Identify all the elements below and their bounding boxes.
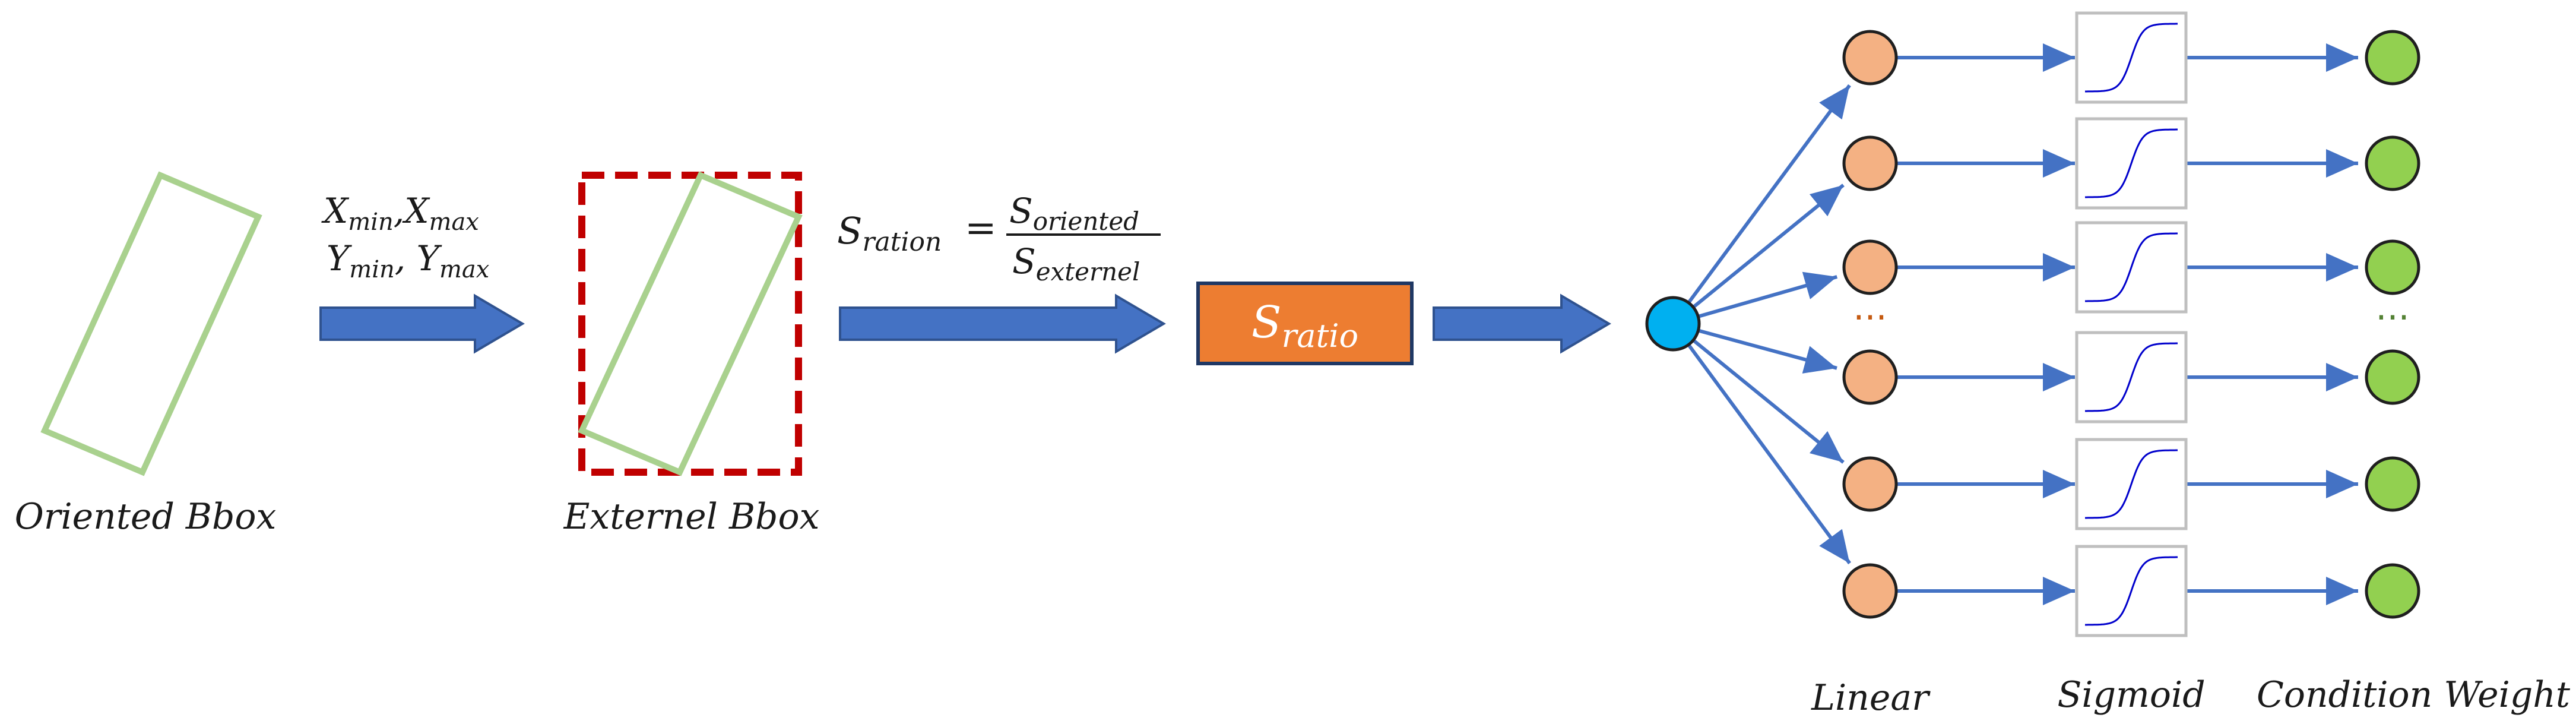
input-node bbox=[1645, 296, 1701, 352]
ratio-formula-lhs: Sration bbox=[837, 209, 942, 257]
oriented-bbox-label: Oriented Bbox bbox=[15, 496, 277, 538]
ratio-formula-numerator: Soriented bbox=[1009, 191, 1139, 236]
network-row bbox=[1842, 438, 2420, 530]
sigmoid-curve bbox=[2085, 232, 2178, 302]
linear-node bbox=[1842, 456, 1898, 512]
fan-arrow-4 bbox=[1699, 329, 1837, 374]
fan-arrow-1 bbox=[1687, 84, 1851, 303]
fan-arrow-2 bbox=[1693, 184, 1845, 308]
sigmoid-curve bbox=[2085, 128, 2178, 198]
condition-weight-node bbox=[2365, 456, 2420, 512]
condition-weight-label: Condition Weight bbox=[2257, 674, 2571, 716]
condition-weight-node bbox=[2365, 349, 2420, 405]
coords-ymin-ymax: Ymin, Ymax bbox=[327, 238, 489, 283]
sigmoid-curve bbox=[2085, 23, 2178, 93]
weight-ellipsis: ··· bbox=[2375, 297, 2409, 339]
fan-arrow-3 bbox=[1699, 271, 1838, 318]
ratio-formula-denominator: Sexternel bbox=[1012, 241, 1140, 286]
fan-out-connections bbox=[1687, 84, 1851, 565]
linear-label: Linear bbox=[1811, 677, 1931, 719]
condition-weight-node bbox=[2365, 30, 2420, 86]
condition-weight-node bbox=[2365, 135, 2420, 191]
linear-node bbox=[1842, 30, 1898, 86]
block-arrow-2 bbox=[839, 293, 1166, 354]
sigmoid-curve bbox=[2085, 556, 2178, 626]
coords-xmin-xmax: Xmin,Xmax bbox=[321, 191, 479, 236]
s-ratio-box-text: Sratio bbox=[1251, 297, 1358, 355]
linear-ellipsis: ··· bbox=[1853, 297, 1887, 339]
oriented-bbox-shape bbox=[40, 171, 262, 476]
external-bbox-oriented-shape bbox=[578, 171, 803, 476]
fan-arrow-6 bbox=[1687, 344, 1851, 565]
condition-weight-node bbox=[2365, 563, 2420, 619]
external-bbox-dashed bbox=[578, 172, 802, 476]
sigmoid-label: Sigmoid bbox=[2057, 674, 2205, 716]
network-row bbox=[1842, 11, 2420, 104]
network-rows bbox=[1842, 11, 2420, 637]
block-arrow-3 bbox=[1433, 293, 1611, 354]
fan-arrow-5 bbox=[1693, 339, 1845, 464]
sigmoid-curve bbox=[2085, 449, 2178, 519]
network-row bbox=[1842, 331, 2420, 423]
linear-node bbox=[1842, 135, 1898, 191]
sigmoid-curve bbox=[2085, 342, 2178, 412]
network-row bbox=[1842, 221, 2420, 314]
linear-node bbox=[1842, 239, 1898, 295]
network-row bbox=[1842, 545, 2420, 637]
s-ratio-box bbox=[1196, 282, 1414, 365]
block-arrow-1 bbox=[319, 293, 525, 354]
network-row bbox=[1842, 117, 2420, 210]
external-bbox-label: Externel Bbox bbox=[563, 496, 820, 538]
linear-node bbox=[1842, 563, 1898, 619]
linear-node bbox=[1842, 349, 1898, 405]
condition-weight-node bbox=[2365, 239, 2420, 295]
ratio-formula-equals: = bbox=[965, 206, 997, 250]
